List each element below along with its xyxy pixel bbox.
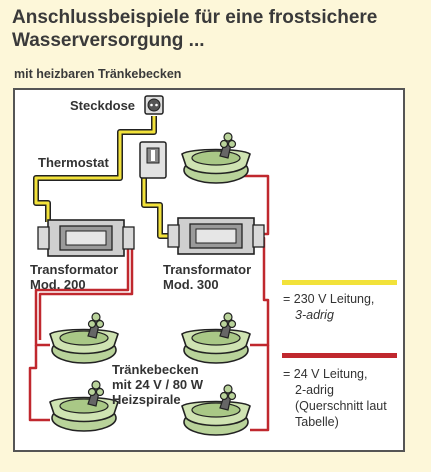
legend-230v-line2: 3-adrig [295,308,334,322]
legend-24v-line2: 2-adrig [295,383,334,397]
drinking-bowl-icon [181,132,251,184]
legend-230v-line1: = 230 V Leitung, [283,292,375,306]
legend-24v-line3: (Querschnitt laut [295,399,387,413]
legend-24v-line1: = 24 V Leitung, [283,367,368,381]
label-transformator-200: Transformator Mod. 200 [30,262,118,292]
label-transformator-300-line2: Mod. 300 [163,277,219,292]
label-transformator-200-line1: Transformator [30,262,119,277]
label-transformator-300: Transformator Mod. 300 [163,262,251,292]
legend-24v-line4: Tabelle) [295,415,339,429]
label-steckdose: Steckdose [70,98,136,113]
label-traenkebecken-line3: Heizspirale [112,392,181,407]
legend-24v: = 24 V Leitung, 2-adrig (Querschnitt lau… [283,366,387,430]
label-traenkebecken-line1: Tränkebecken [112,362,199,377]
transformer-mod-300-icon [167,217,265,255]
page-title: Anschlussbeispiele für eine frostsichere… [12,6,422,52]
legend-24v-swatch [282,353,397,358]
thermostat-icon [139,141,167,179]
label-traenkebecken: Tränkebecken mit 24 V / 80 W Heizspirale [112,362,203,407]
transformer-mod-200-icon [37,219,135,257]
label-transformator-200-line2: Mod. 200 [30,277,86,292]
label-transformator-300-line1: Transformator [163,262,252,277]
diagram-frame [13,88,405,452]
socket-icon [144,95,164,115]
drinking-bowl-icon [49,312,119,364]
legend-230v: = 230 V Leitung, 3-adrig [283,291,374,323]
title-line-1: Anschlussbeispiele für eine frostsichere [12,7,378,28]
label-thermostat: Thermostat [38,155,109,170]
cable-230v-group [33,116,176,239]
legend-230v-swatch [282,280,397,285]
drinking-bowl-icon [49,380,119,432]
subtitle: mit heizbaren Tränkebecken [14,67,182,81]
drinking-bowl-icon [181,312,251,364]
title-line-2: Wasserversorgung ... [12,30,205,51]
label-traenkebecken-line2: mit 24 V / 80 W [112,377,204,392]
